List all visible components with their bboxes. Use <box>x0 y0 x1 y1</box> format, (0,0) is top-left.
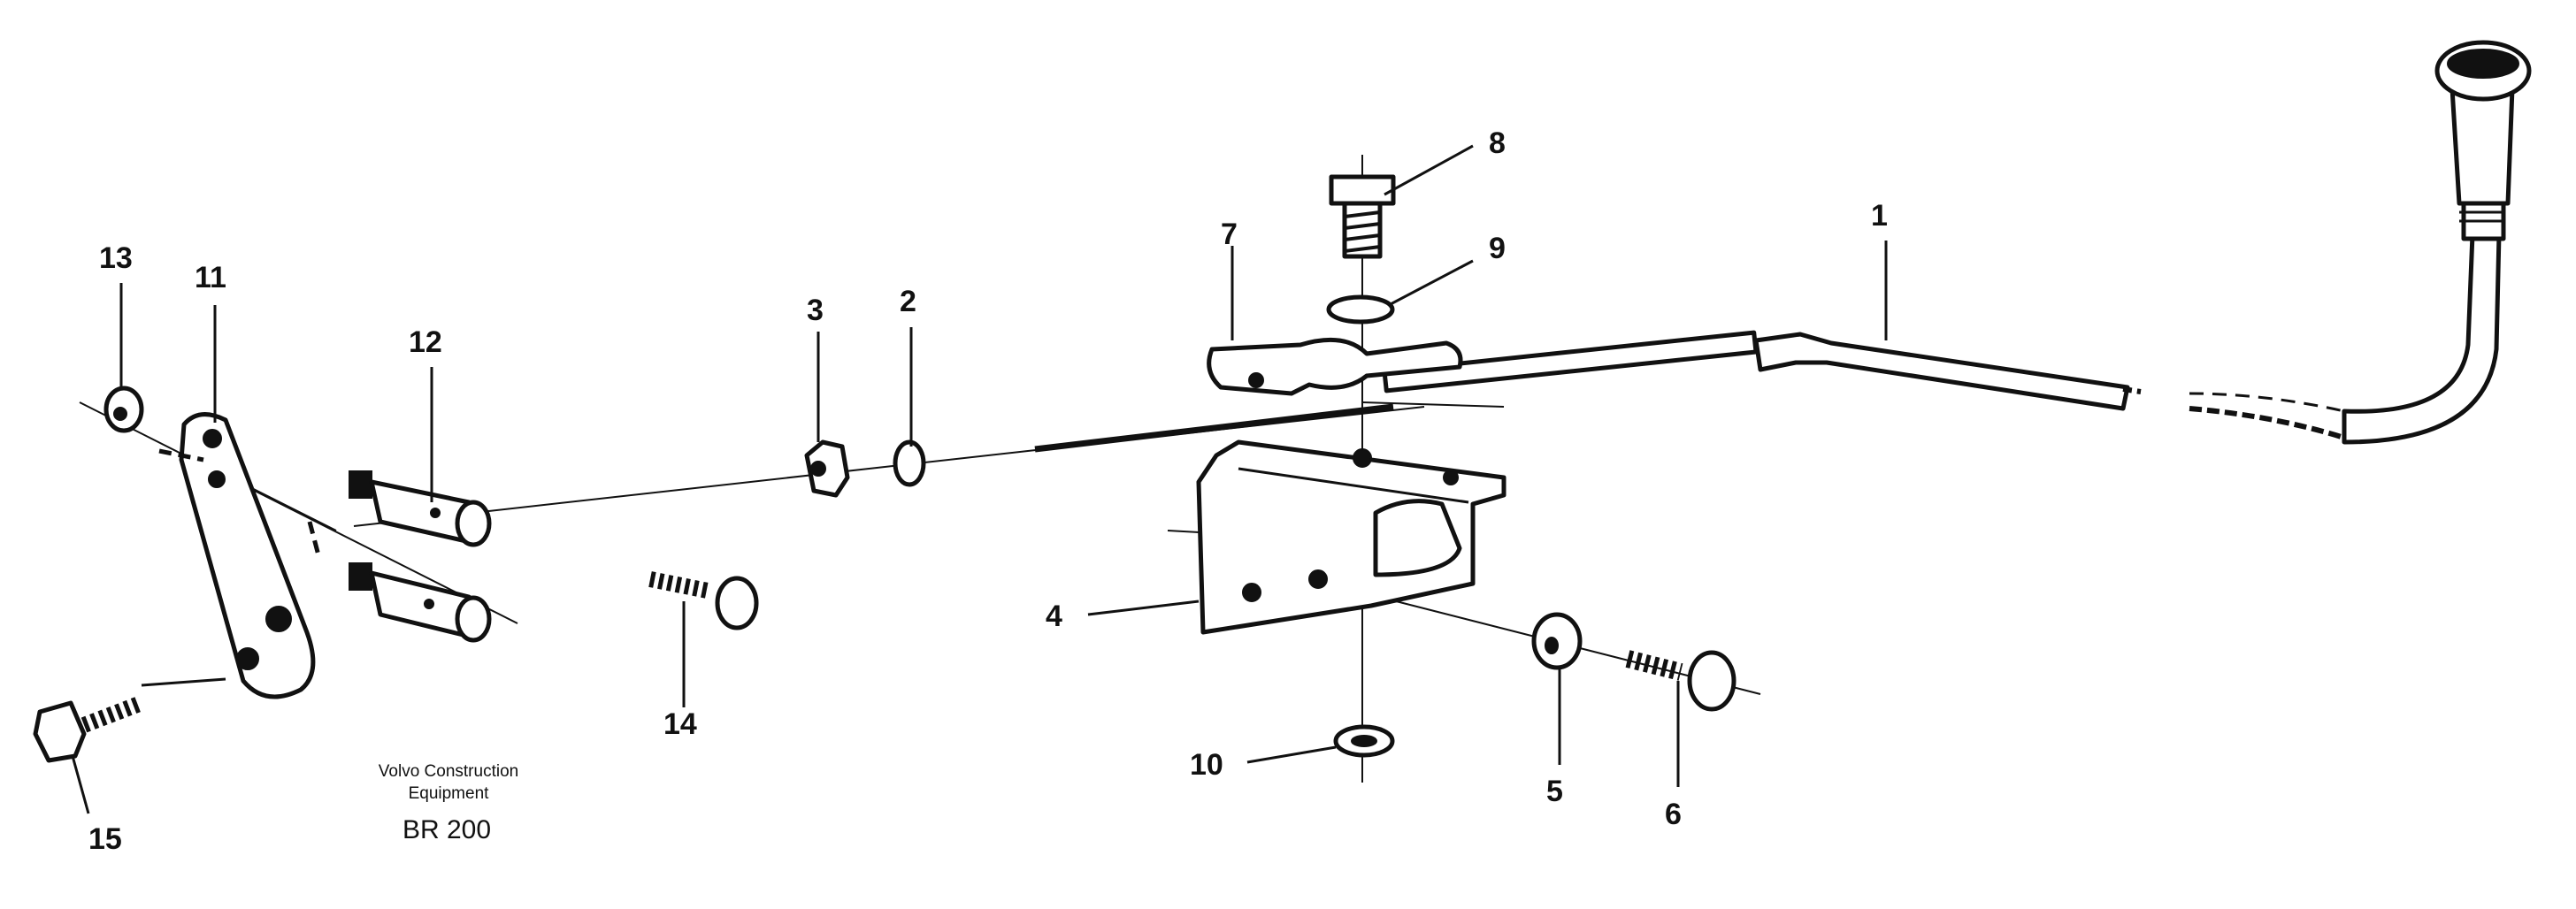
callout-4: 4 <box>1046 600 1062 633</box>
callout-15: 15 <box>88 822 122 856</box>
nut-3 <box>804 439 850 498</box>
callout-10: 10 <box>1190 748 1223 782</box>
callout-14: 14 <box>663 707 697 741</box>
control-cable <box>1382 40 2532 445</box>
callout-12: 12 <box>409 325 442 359</box>
callout-11: 11 <box>195 261 226 294</box>
cable-clamp <box>1207 337 1463 396</box>
lock-washer-2 <box>893 439 926 487</box>
washer-5 <box>1531 612 1583 670</box>
callout-9: 9 <box>1489 232 1506 265</box>
ball-joint-upper <box>349 470 492 547</box>
callout-7: 7 <box>1221 218 1238 251</box>
washer-13 <box>104 386 144 433</box>
caption-company-line2: Equipment <box>409 784 490 803</box>
bolt-15 <box>33 695 145 763</box>
screw-14 <box>648 571 759 630</box>
callout-6: 6 <box>1665 798 1682 831</box>
inner-wire <box>1034 403 1394 453</box>
clamp-bolt <box>1329 174 1396 259</box>
callout-labels: 1 2 3 4 5 6 7 8 9 10 11 12 13 14 15 <box>88 126 1888 856</box>
nut-10 <box>1333 724 1395 758</box>
leader-lines <box>71 144 1888 814</box>
caption-company: Volvo Construction <box>379 762 518 781</box>
callout-2: 2 <box>900 285 916 318</box>
callout-5: 5 <box>1546 775 1563 808</box>
ball-joint-lower <box>349 562 492 643</box>
diagram-caption: Volvo Construction Equipment BR 200 <box>379 762 518 844</box>
callout-3: 3 <box>807 294 824 327</box>
callout-13: 13 <box>99 241 133 275</box>
washer-9 <box>1326 294 1395 325</box>
callout-1: 1 <box>1871 199 1888 233</box>
mounting-bracket <box>1196 439 1506 635</box>
lever-arm <box>158 412 321 699</box>
model-label: BR 200 <box>402 815 491 844</box>
callout-8: 8 <box>1489 126 1506 160</box>
screw-6 <box>1625 650 1736 712</box>
